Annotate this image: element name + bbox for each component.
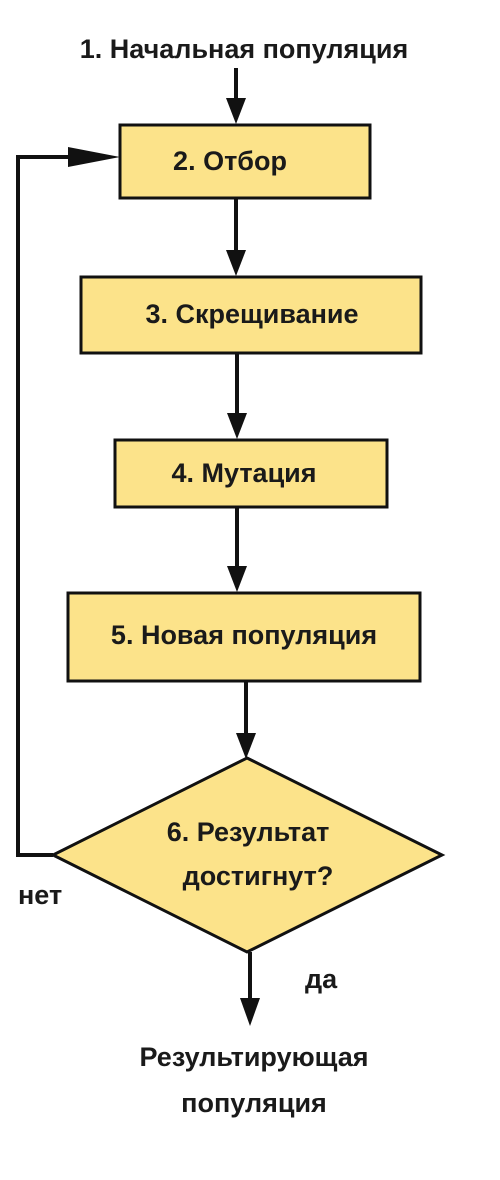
node-mutation bbox=[113, 438, 389, 509]
edge-decision-no-loop-arrowhead bbox=[68, 147, 120, 167]
edge-decision-yes-arrowhead bbox=[240, 998, 260, 1026]
edge-start-to-selection-arrowhead bbox=[226, 98, 246, 124]
end-label-line2: популяция bbox=[181, 1088, 327, 1118]
end-label-line1: Результирующая bbox=[139, 1042, 368, 1072]
start-label: 1. Начальная популяция bbox=[80, 34, 409, 64]
node-selection bbox=[118, 123, 372, 200]
edge-new-population-to-decision-arrowhead bbox=[236, 733, 256, 759]
node-decision bbox=[49, 756, 446, 954]
decision-yes-label: да bbox=[305, 964, 338, 994]
decision-label-line1: 6. Результат bbox=[167, 817, 330, 847]
node-crossover bbox=[79, 275, 423, 355]
decision-no-label: нет bbox=[18, 880, 62, 910]
node-mutation-label: 4. Мутация bbox=[171, 458, 316, 488]
node-selection-label: 2. Отбор bbox=[173, 146, 287, 176]
node-new-population bbox=[66, 591, 422, 683]
decision-label-line2: достигнут? bbox=[183, 861, 334, 891]
edge-mutation-to-new-population-arrowhead bbox=[227, 566, 247, 592]
edge-crossover-to-mutation-arrowhead bbox=[227, 413, 247, 439]
edge-selection-to-crossover-arrowhead bbox=[226, 250, 246, 276]
node-new-population-label: 5. Новая популяция bbox=[111, 620, 377, 650]
node-crossover-label: 3. Скрещивание bbox=[145, 299, 358, 329]
edge-decision-no-loop bbox=[16, 155, 70, 857]
